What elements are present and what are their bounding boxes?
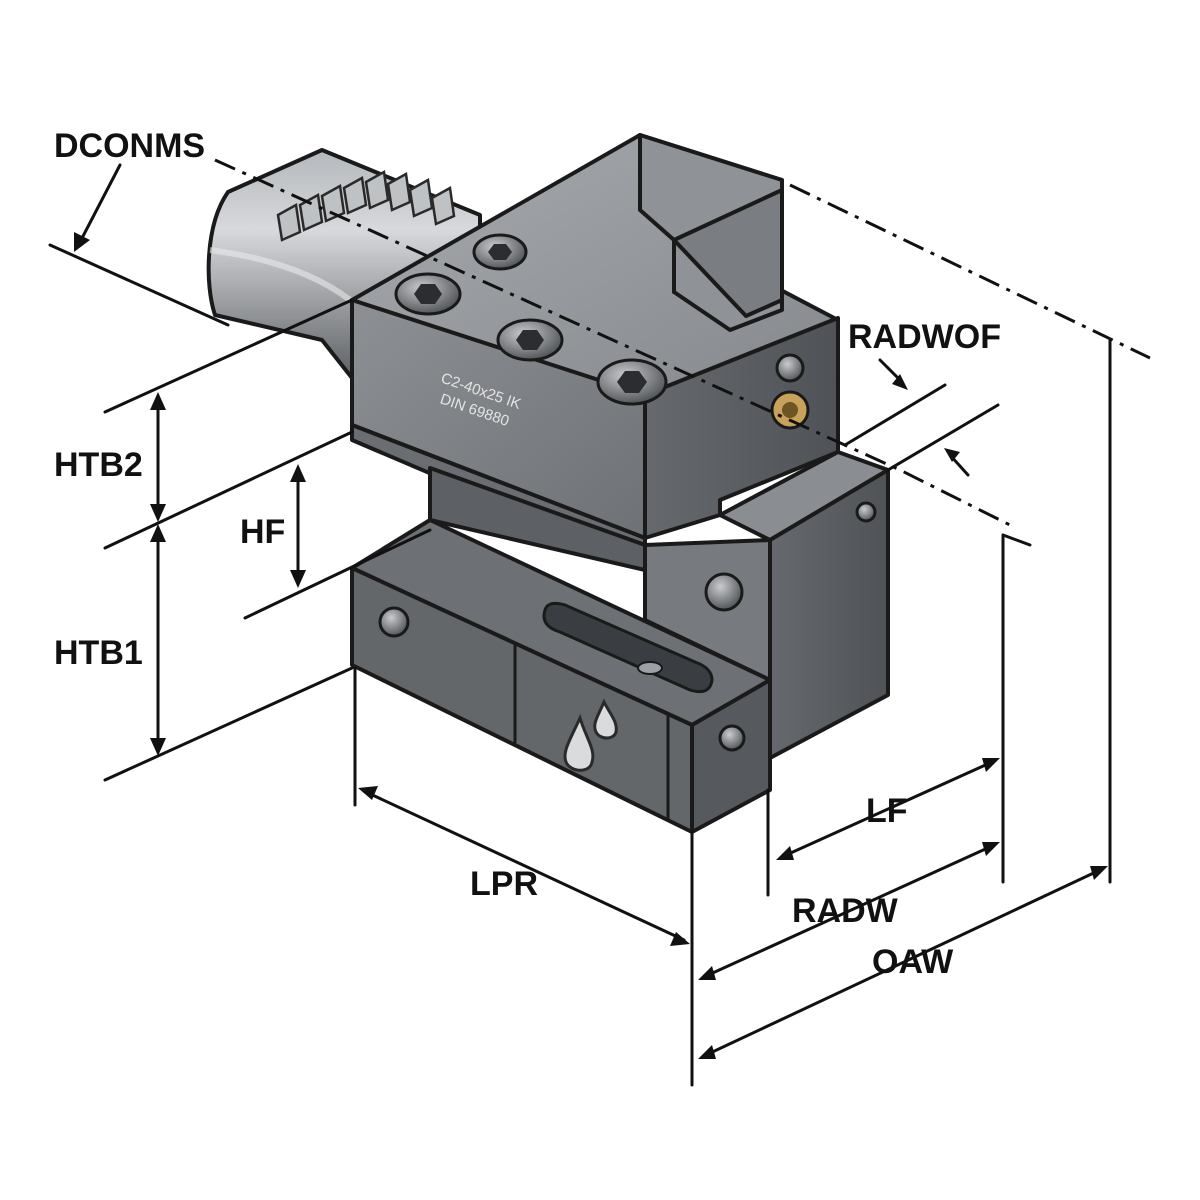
label-oaw: OAW bbox=[872, 943, 954, 981]
label-htb2: HTB2 bbox=[54, 446, 143, 484]
label-lpr: LPR bbox=[470, 865, 538, 903]
coolant-drops-icon bbox=[563, 698, 618, 772]
end-face-screw bbox=[775, 353, 805, 383]
base-front-screw bbox=[378, 606, 410, 638]
tool-holder-body: C2-40x25 IK DIN 69880 bbox=[206, 133, 890, 834]
label-lf: LF bbox=[866, 792, 908, 830]
dimension-labels: DCONMS RADWOF HTB2 HF HTB1 LF LPR RADW O… bbox=[54, 127, 1001, 981]
label-dconms: DCONMS bbox=[54, 127, 205, 165]
base-end-screw bbox=[718, 724, 746, 752]
label-radwof: RADWOF bbox=[848, 318, 1001, 356]
base-block-end-face bbox=[690, 678, 772, 834]
serration-teeth bbox=[276, 170, 456, 242]
side-screw bbox=[855, 501, 877, 523]
label-radw: RADW bbox=[792, 892, 899, 930]
serrated-shank bbox=[206, 148, 482, 380]
hex-socket-screw-icon bbox=[394, 233, 668, 406]
label-hf: HF bbox=[240, 513, 285, 551]
riser-step bbox=[672, 188, 784, 318]
dimension-lines bbox=[48, 158, 1151, 1087]
label-htb1: HTB1 bbox=[54, 634, 143, 672]
front-screw bbox=[704, 572, 744, 612]
adjustment-slot bbox=[542, 601, 714, 694]
